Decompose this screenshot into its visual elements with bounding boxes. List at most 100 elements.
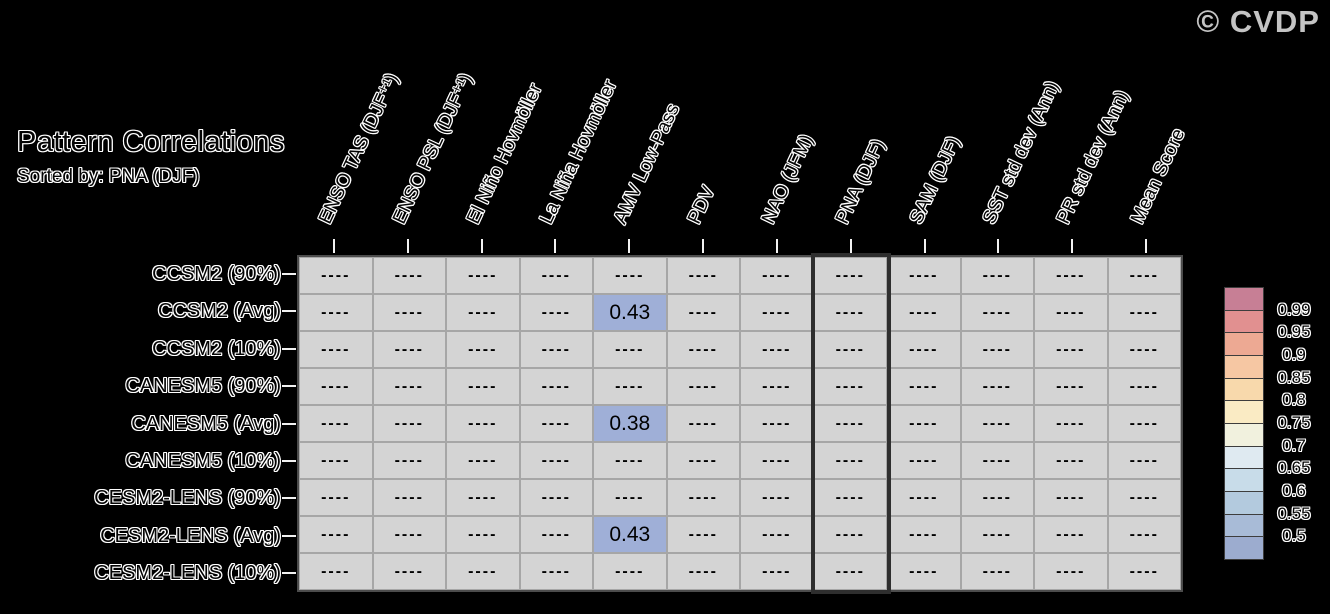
legend-segment <box>1224 355 1264 379</box>
table-cell: ---- <box>740 516 814 553</box>
cell-missing: ---- <box>1129 451 1159 469</box>
table-cell: 0.43 <box>593 516 667 553</box>
cell-missing: ---- <box>468 562 498 580</box>
row-tick <box>282 385 296 388</box>
row-label: CCSM2 (90%) <box>152 262 281 285</box>
table-cell: ---- <box>740 294 814 331</box>
cell-missing: ---- <box>688 377 718 395</box>
table-cell: ---- <box>593 479 667 516</box>
cell-missing: ---- <box>321 525 351 543</box>
column-tick <box>480 239 483 253</box>
table-cell: ---- <box>1034 331 1108 368</box>
row-tick <box>282 534 296 537</box>
table-cell: ---- <box>1107 442 1181 479</box>
cell-missing: ---- <box>468 414 498 432</box>
table-cell: 0.38 <box>593 405 667 442</box>
cell-missing: ---- <box>1129 488 1159 506</box>
legend-segment <box>1224 332 1264 356</box>
table-cell: ---- <box>740 368 814 405</box>
table-cell: ---- <box>666 331 740 368</box>
cell-missing: ---- <box>982 266 1012 284</box>
cell-missing: ---- <box>615 266 645 284</box>
cell-value: 0.43 <box>609 522 651 546</box>
cell-missing: ---- <box>615 562 645 580</box>
table-cell: ---- <box>1107 257 1181 294</box>
cell-missing: ---- <box>688 303 718 321</box>
row-tick <box>282 497 296 500</box>
legend-label: 0.9 <box>1282 345 1306 364</box>
table-cell: ---- <box>372 331 446 368</box>
cell-missing: ---- <box>982 340 1012 358</box>
table-cell: ---- <box>519 331 593 368</box>
table-cell: ---- <box>299 442 373 479</box>
legend-label: 0.85 <box>1277 367 1311 387</box>
legend-segment <box>1224 491 1264 515</box>
cell-missing: ---- <box>762 562 792 580</box>
cell-missing: ---- <box>321 414 351 432</box>
column-tick <box>332 239 335 253</box>
cell-missing: ---- <box>468 266 498 284</box>
table-cell: ---- <box>960 331 1034 368</box>
table-cell: ---- <box>299 405 373 442</box>
table-cell: ---- <box>1107 331 1181 368</box>
cell-missing: ---- <box>909 414 939 432</box>
column-header: La Niña Hovmöller <box>536 76 622 228</box>
cell-missing: ---- <box>762 525 792 543</box>
cell-missing: ---- <box>982 488 1012 506</box>
cell-missing: ---- <box>1129 377 1159 395</box>
table-cell: ---- <box>813 553 887 590</box>
table-cell: ---- <box>372 516 446 553</box>
cell-missing: ---- <box>321 488 351 506</box>
table-cell: ---- <box>813 405 887 442</box>
cell-missing: ---- <box>1056 525 1086 543</box>
legend-label: 0.6 <box>1282 481 1306 500</box>
table-cell: ---- <box>960 368 1034 405</box>
row-label: CCSM2 (Avg) <box>158 300 281 323</box>
cell-missing: ---- <box>982 525 1012 543</box>
table-cell: ---- <box>1107 368 1181 405</box>
column-tick <box>923 239 926 253</box>
table-cell: ---- <box>446 553 520 590</box>
column-tick <box>997 239 1000 253</box>
column-header: Mean Score <box>1127 125 1190 228</box>
cell-missing: ---- <box>982 451 1012 469</box>
table-cell: ---- <box>887 294 961 331</box>
cell-missing: ---- <box>762 451 792 469</box>
page-title: Pattern Correlations <box>17 126 285 158</box>
cell-missing: ---- <box>835 562 865 580</box>
column-header: SST std dev (Ann) <box>979 77 1064 228</box>
cell-missing: ---- <box>835 451 865 469</box>
table-cell: ---- <box>813 257 887 294</box>
table-cell: ---- <box>299 257 373 294</box>
legend-label: 0.55 <box>1277 503 1311 523</box>
cell-missing: ---- <box>615 488 645 506</box>
cell-missing: ---- <box>982 414 1012 432</box>
table-cell: ---- <box>446 257 520 294</box>
column-tick <box>775 239 778 253</box>
cell-missing: ---- <box>688 414 718 432</box>
table-cell: ---- <box>1107 405 1181 442</box>
cell-missing: ---- <box>468 303 498 321</box>
table-cell: ---- <box>372 405 446 442</box>
cell-missing: ---- <box>909 562 939 580</box>
table-cell: ---- <box>519 516 593 553</box>
column-header: AMV Low-Pass <box>610 100 685 228</box>
column-header: ENSO PSL (DJF⁺¹) <box>388 70 477 228</box>
table-cell: ---- <box>887 405 961 442</box>
cell-missing: ---- <box>1056 562 1086 580</box>
column-tick <box>1145 239 1148 253</box>
cell-missing: ---- <box>541 303 571 321</box>
table-cell: ---- <box>740 442 814 479</box>
cell-missing: ---- <box>321 340 351 358</box>
table-cell: 0.43 <box>593 294 667 331</box>
table-cell: ---- <box>666 368 740 405</box>
row-tick <box>282 459 296 462</box>
cell-missing: ---- <box>909 303 939 321</box>
legend-label: 0.8 <box>1282 390 1306 410</box>
table-cell: ---- <box>1107 479 1181 516</box>
row-label: CESM2-LENS (90%) <box>94 487 281 510</box>
table-cell: ---- <box>887 553 961 590</box>
table-cell: ---- <box>813 294 887 331</box>
table-cell: ---- <box>1034 405 1108 442</box>
table-cell: ---- <box>960 405 1034 442</box>
